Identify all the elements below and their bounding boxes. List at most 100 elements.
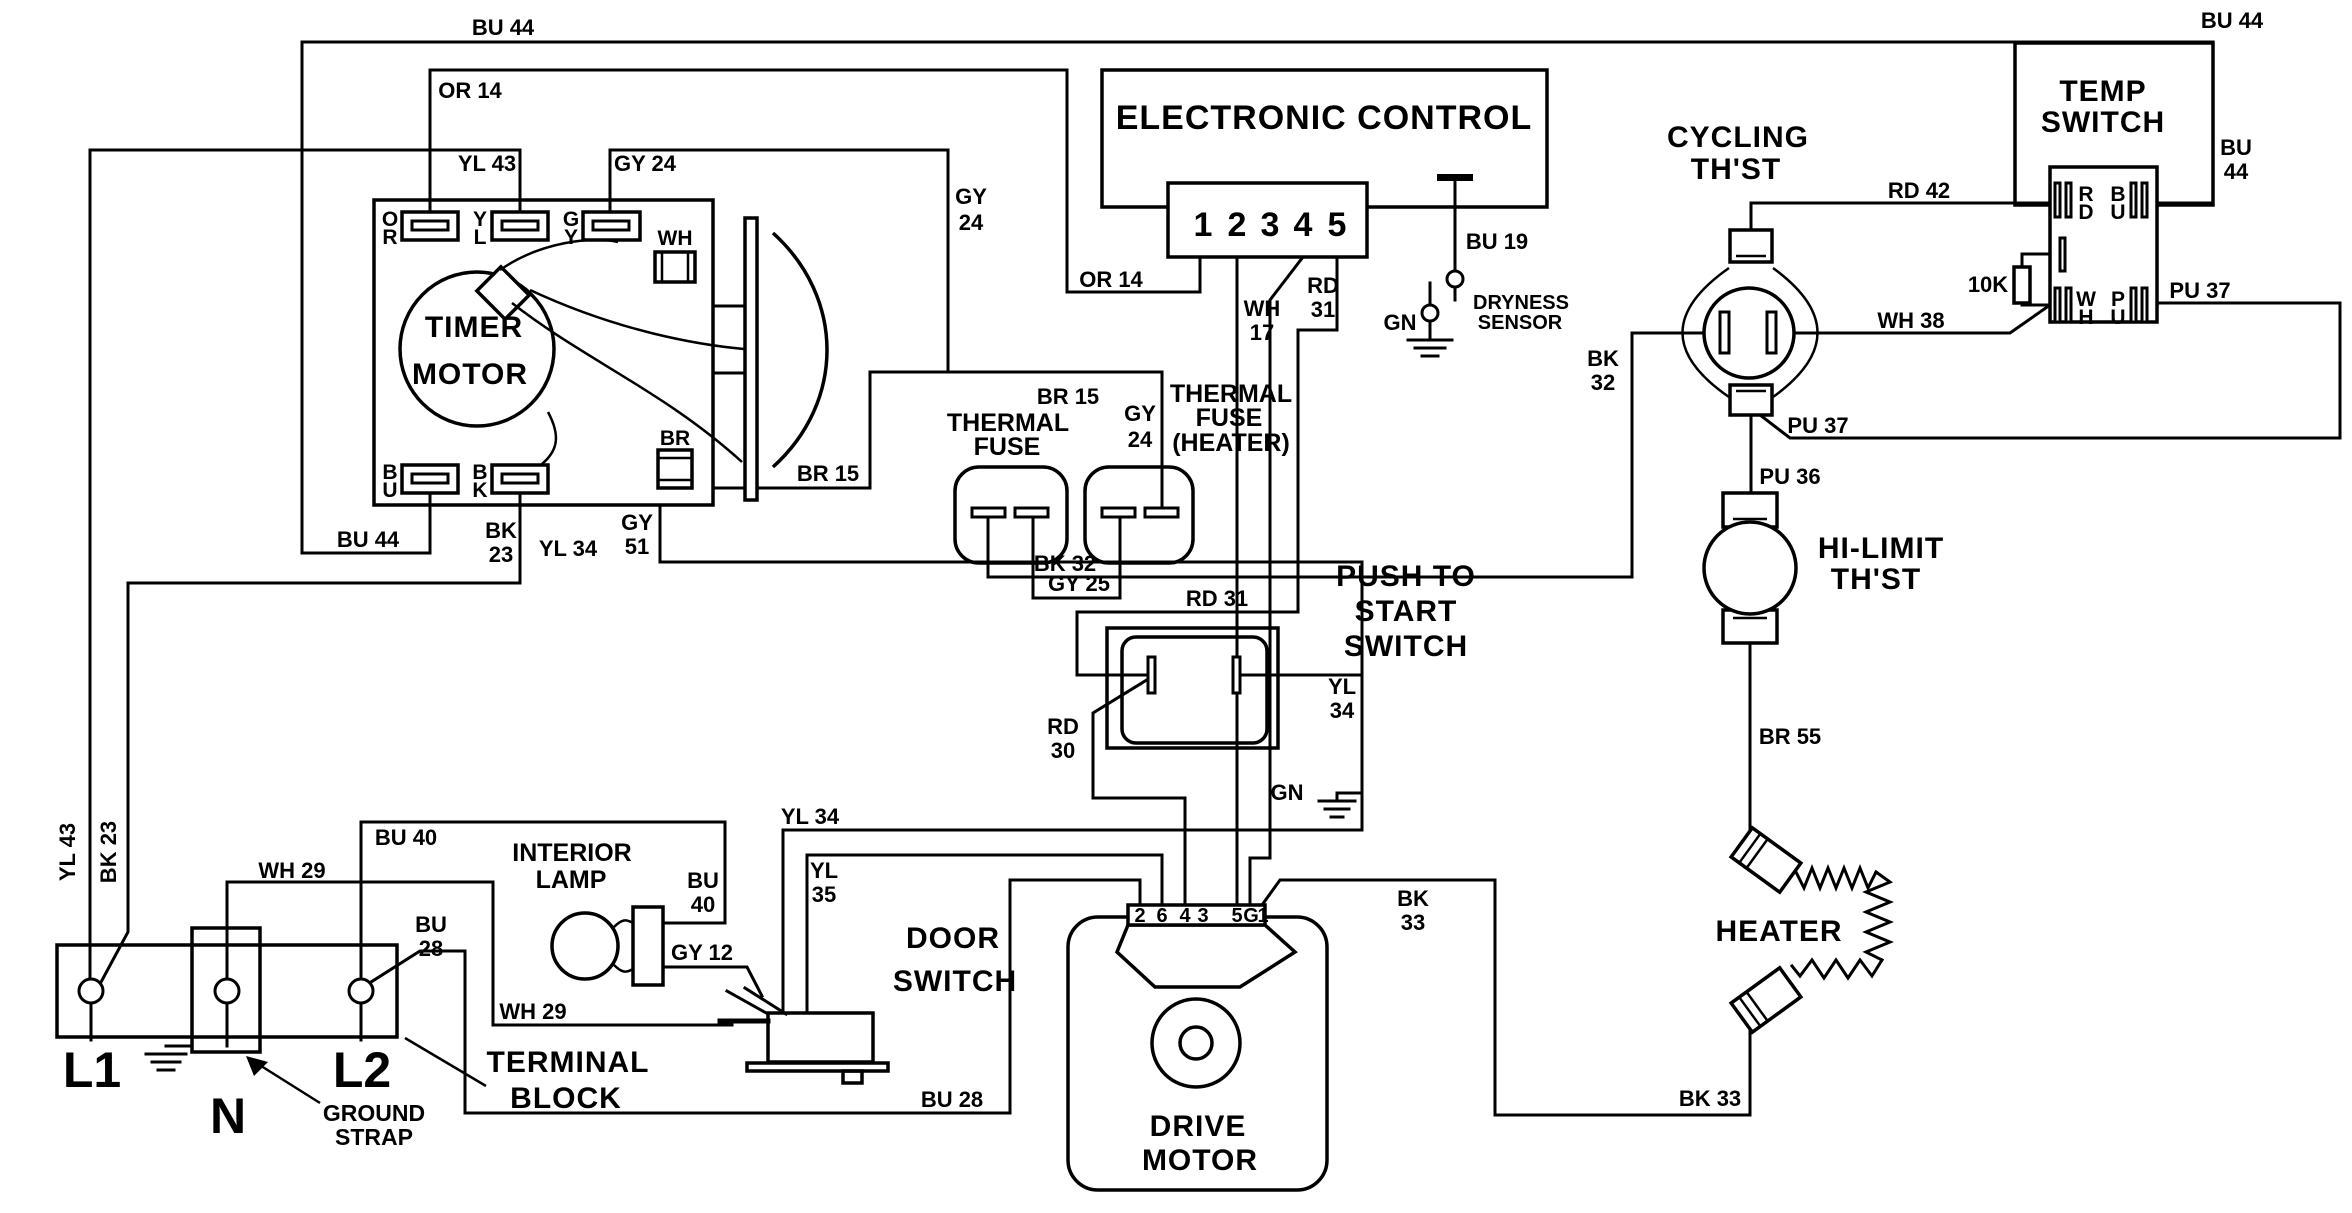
block-title-1: TERMINAL <box>487 1046 650 1079</box>
label-wh-t1: W <box>2076 288 2096 311</box>
ec-pin-5: 5 <box>1328 206 1347 244</box>
label-rd30-1: RD <box>1047 714 1079 739</box>
timer-motor-circle <box>398 270 556 428</box>
label-bu44-top: BU 44 <box>472 15 535 40</box>
dryness-title-2: SENSOR <box>1478 312 1563 334</box>
label-rd-t1: R <box>2078 183 2093 206</box>
label-br15-b: BR 15 <box>1037 384 1099 409</box>
label-wh29-b: WH 29 <box>499 999 566 1024</box>
label-gy-t2: Y <box>564 226 578 249</box>
timer-cam-curve-4 <box>541 411 558 465</box>
heater: HEATER BK 33 <box>1679 825 1894 1111</box>
timer-terminal-br <box>656 448 694 490</box>
timer-contact-bar <box>743 216 759 502</box>
heater-title: HEATER <box>1715 915 1842 948</box>
dryness-sensor: BU 19 GN DRYNESS SENSOR <box>1384 229 1569 335</box>
fuse-h-title-1: THERMAL <box>1170 380 1292 408</box>
timer-title-1: TIMER <box>425 311 523 344</box>
timer-cam-disc <box>771 231 829 469</box>
label-l1: L1 <box>63 1042 121 1098</box>
label-rd42: RD 42 <box>1888 178 1950 203</box>
pts-title-3: SWITCH <box>1344 630 1468 663</box>
label-br55: BR 55 <box>1759 724 1821 749</box>
motor-pin-1: 1 <box>1257 905 1268 927</box>
label-pu36: PU 36 <box>1759 464 1820 489</box>
temp-title-1: TEMP <box>2059 75 2146 108</box>
ground-icon-pts <box>1317 799 1357 819</box>
label-10k: 10K <box>1968 272 2008 297</box>
motor-title-1: DRIVE <box>1150 1110 1247 1143</box>
wire-yl35 <box>805 853 1164 1015</box>
label-gy24-c2: 24 <box>1128 427 1153 452</box>
label-bk23-2: 23 <box>489 542 513 567</box>
door-switch-blades <box>724 985 789 1017</box>
sensor-probe-1 <box>1445 269 1465 289</box>
label-bu-t1: B <box>382 461 397 484</box>
thermal-fuse: THERMAL FUSE <box>947 409 1069 565</box>
ec-pin-3: 3 <box>1261 206 1280 244</box>
timer-cam-curve-2 <box>511 302 743 463</box>
motor-hexagon <box>1114 923 1298 989</box>
drive-motor: 2 6 4 3 5 G 1 DRIVE MOTOR <box>1066 903 1329 1192</box>
label-bu44-topright: BU 44 <box>2201 8 2264 33</box>
wire-br15 <box>711 370 1164 512</box>
cycling-title-2: TH'ST <box>1691 153 1781 186</box>
fuse-title-1: THERMAL <box>947 409 1069 437</box>
label-gy51-1: GY <box>621 510 653 535</box>
label-wh38: WH 38 <box>1877 308 1944 333</box>
timer-motor: O R Y L G Y WH B U B K BR TIMER MOTOR <box>372 198 829 507</box>
fuse-h-title-2: FUSE <box>1196 404 1263 432</box>
ec-pin-4: 4 <box>1294 206 1313 244</box>
motor-title-2: MOTOR <box>1142 1144 1258 1177</box>
wire-bk23 <box>97 491 522 987</box>
label-bk23-rot: BK 23 <box>96 821 121 883</box>
label-bu44-r1: BU <box>2220 135 2252 160</box>
label-gy12: GY 12 <box>671 940 733 965</box>
label-l2: L2 <box>333 1042 391 1098</box>
label-ground-strap-2: STRAP <box>335 1124 413 1150</box>
wire-rd30 <box>1091 675 1187 907</box>
temp-title-2: SWITCH <box>2041 106 2165 139</box>
cycling-thermostat: CYCLING TH'ST RD 42 WH 38 BK 32 PU 37 PU… <box>1587 121 1950 489</box>
ec-sensor-tab <box>1437 174 1473 181</box>
wiring <box>88 40 2342 1117</box>
label-bk32-a1: BK <box>1587 346 1619 371</box>
block-title-2: BLOCK <box>510 1082 622 1115</box>
label-gn-pts: GN <box>1271 780 1304 805</box>
timer-title-2: MOTOR <box>412 358 528 391</box>
label-gy25: GY 25 <box>1048 571 1110 596</box>
hilimit-title-1: HI-LIMIT <box>1818 532 1944 565</box>
door-title-2: SWITCH <box>893 965 1017 998</box>
label-bk33-a1: BK <box>1397 886 1429 911</box>
temp-switch: TEMP SWITCH R D B U W H P U 10K BU 44 PU… <box>1968 41 2252 329</box>
lamp-bulb <box>550 911 620 981</box>
label-n: N <box>210 1088 246 1144</box>
ground-icon-sensor <box>1406 338 1454 358</box>
terminal-l2 <box>347 977 375 1005</box>
cycling-title-1: CYCLING <box>1667 121 1809 154</box>
hilimit-body <box>1702 520 1798 616</box>
electronic-control-pinbox <box>1166 181 1369 259</box>
wire-gy51-yl34 <box>658 503 1364 1015</box>
label-bu-t2: U <box>382 479 397 502</box>
wire-bk33 <box>1259 878 1752 1117</box>
label-wh-t: WH <box>658 227 693 250</box>
wire-gn-pts <box>1335 791 1364 803</box>
label-gy24-b1: GY <box>955 184 987 209</box>
label-wh17-1: WH <box>1244 296 1281 321</box>
label-bk-t1: B <box>472 461 487 484</box>
label-or-t2: R <box>382 226 397 249</box>
wire-bu40 <box>359 820 727 981</box>
label-yl34-c: YL 34 <box>781 804 840 829</box>
label-bk23-1: BK <box>485 518 517 543</box>
label-gn-sensor: GN <box>1384 310 1417 335</box>
label-pu37-a: PU 37 <box>1787 413 1848 438</box>
label-pu37-b: PU 37 <box>2169 278 2230 303</box>
label-or-t1: O <box>382 208 398 231</box>
motor-pulley-inner <box>1178 1025 1214 1061</box>
sensor-probe-2 <box>1420 303 1440 323</box>
wire-pu37 <box>1757 301 2342 440</box>
label-rd31-b: RD 31 <box>1186 586 1248 611</box>
cycling-wing-left <box>1681 266 1730 399</box>
